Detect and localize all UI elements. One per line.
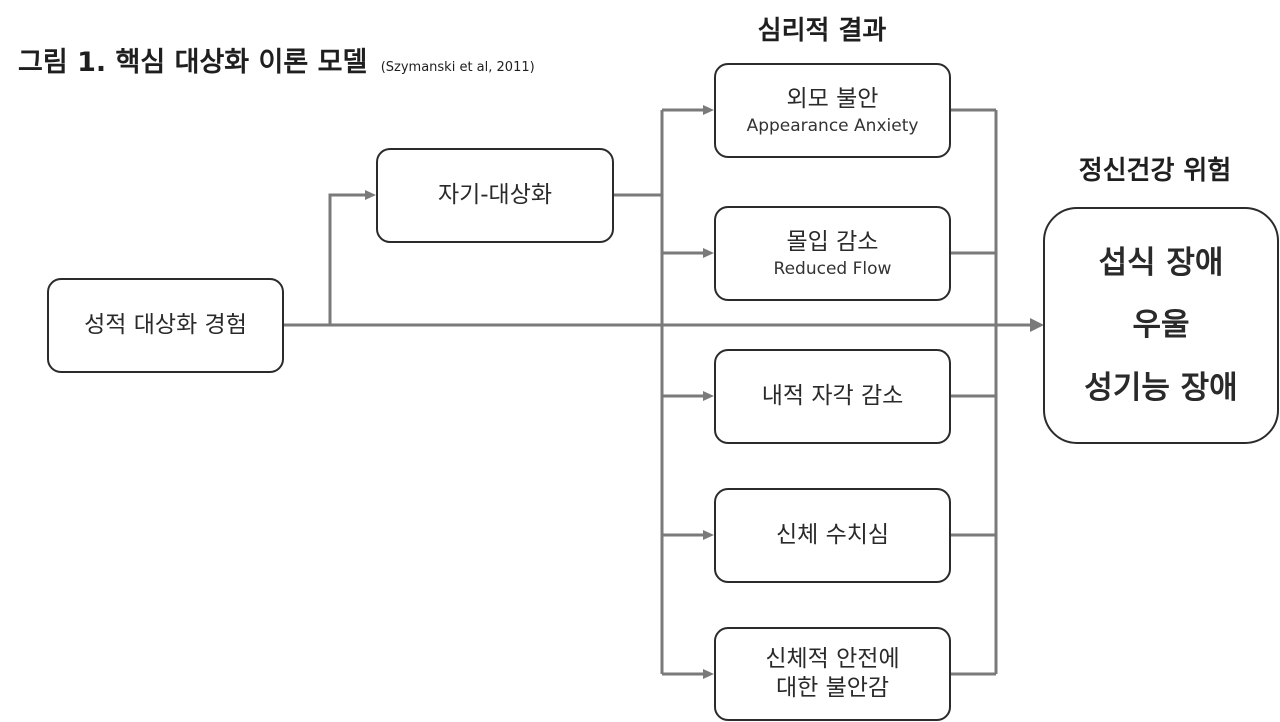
node-label-en: Reduced Flow [773,258,892,279]
node-label: 자기-대상화 [437,182,553,209]
node-label-ko-line2: 대한 불안감 [775,675,890,701]
node-label-ko: 내적 자각 감소 [761,383,904,410]
node-reduced-flow: 몰입 감소 Reduced Flow [714,206,951,301]
node-label-ko-line1: 신체적 안전에 [765,646,900,673]
node-mental-health-risks: 섭식 장애 우울 성기능 장애 [1043,207,1279,444]
figure-title: 그림 1. 핵심 대상화 이론 모델 (Szymanski et al, 201… [18,40,535,79]
node-physical-safety-anxiety: 신체적 안전에 대한 불안감 [714,627,951,721]
figure-citation: (Szymanski et al, 2011) [380,60,535,75]
node-label-en: Appearance Anxiety [746,115,919,136]
figure-title-text: 그림 1. 핵심 대상화 이론 모델 [18,47,368,78]
risk-sexual-dysfunction: 성기능 장애 [1084,369,1238,406]
node-label-ko: 몰입 감소 [786,229,879,256]
node-reduced-interoceptive-awareness: 내적 자각 감소 [714,349,951,444]
risk-depression: 우울 [1132,307,1190,344]
heading-mental-health-risk: 정신건강 위험 [1078,156,1232,186]
node-label: 성적 대상화 경험 [84,312,247,339]
node-label-ko: 신체 수치심 [775,522,890,549]
risk-eating-disorder: 섭식 장애 [1098,245,1224,282]
node-label-ko: 외모 불안 [786,86,879,113]
node-appearance-anxiety: 외모 불안 Appearance Anxiety [714,63,951,158]
node-self-objectification: 자기-대상화 [376,148,614,243]
node-body-shame: 신체 수치심 [714,488,951,583]
heading-psych-outcomes: 심리적 결과 [757,16,887,46]
node-sexual-objectification-experience: 성적 대상화 경험 [47,278,284,373]
